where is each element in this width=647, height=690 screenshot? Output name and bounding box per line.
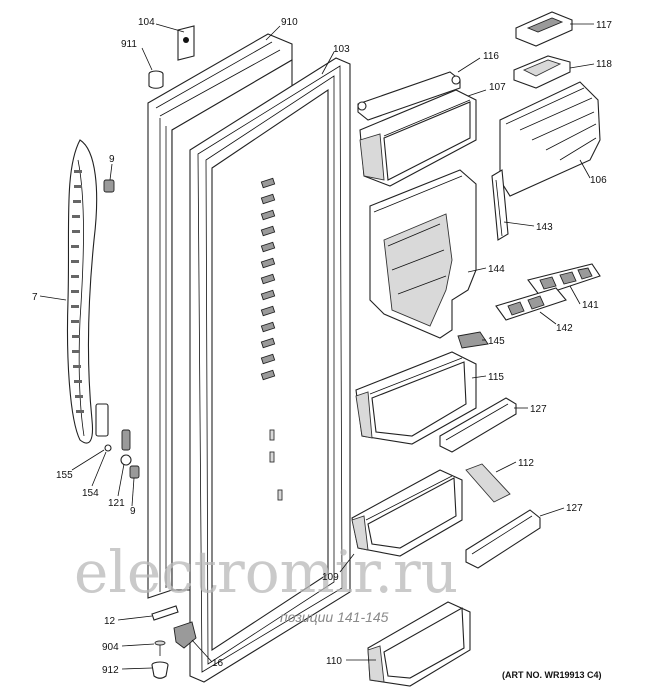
label-141: 141 [582, 300, 599, 311]
dairy-bin-107 [359, 89, 477, 187]
label-121: 121 [108, 498, 125, 509]
label-155: 155 [56, 470, 73, 481]
label-143: 143 [536, 222, 553, 233]
bin-110 [367, 601, 471, 687]
art-number: (ART NO. WR19913 C4) [502, 670, 602, 680]
label-144: 144 [488, 264, 505, 275]
door-handle [66, 139, 98, 444]
cover-117 [515, 11, 573, 47]
label-109: 109 [322, 572, 339, 583]
cover-118 [513, 55, 571, 89]
label-9-upper: 9 [109, 154, 115, 165]
label-116: 116 [483, 51, 499, 62]
divider-112 [465, 463, 511, 503]
screw-904 [154, 640, 166, 656]
hinge-bushing [148, 70, 164, 89]
label-112: 112 [518, 458, 534, 469]
callout-labels: 104 910 911 103 116 107 117 118 106 9 7 … [32, 17, 612, 676]
positions-subtitle: позиции 141-145 [280, 609, 389, 625]
door-stop [151, 605, 179, 621]
flap-145 [457, 331, 489, 349]
bin-front-127-upper [439, 397, 517, 453]
dispenser-housing-144 [369, 169, 477, 339]
bushing-912 [151, 661, 169, 679]
label-106: 106 [590, 175, 607, 186]
leader-lines [39, 23, 595, 670]
label-127-upper: 127 [530, 404, 547, 415]
label-911: 911 [121, 39, 137, 50]
label-115: 115 [488, 372, 504, 383]
label-910: 910 [281, 17, 298, 28]
door-liner-ribs [260, 177, 283, 501]
watermark-text: electromir.ru [74, 538, 458, 606]
label-110: 110 [326, 656, 342, 667]
label-154: 154 [82, 488, 99, 499]
shelf-142 [495, 287, 567, 321]
label-118: 118 [596, 59, 612, 70]
label-9-lower: 9 [130, 506, 136, 517]
label-103: 103 [333, 44, 350, 55]
shelf-cover-116 [357, 71, 461, 121]
label-16: 16 [212, 658, 224, 669]
bin-115 [355, 351, 477, 445]
label-117: 117 [596, 20, 612, 31]
divider-143 [491, 169, 509, 241]
label-107: 107 [489, 82, 506, 93]
shelf-141 [527, 263, 601, 297]
label-127-lower: 127 [566, 503, 583, 514]
handle-screws [95, 179, 140, 479]
hinge-bracket-16 [173, 621, 197, 649]
label-7: 7 [32, 292, 38, 303]
bin-front-127-lower [465, 509, 541, 569]
label-12: 12 [104, 616, 116, 627]
label-104: 104 [138, 17, 155, 28]
bin-106 [499, 81, 601, 197]
door-gasket [189, 57, 351, 683]
hinge-cap [177, 25, 195, 61]
bin-109 [351, 469, 463, 557]
label-145: 145 [488, 336, 505, 347]
label-912: 912 [102, 665, 119, 676]
label-142: 142 [556, 323, 573, 334]
label-904: 904 [102, 642, 119, 653]
